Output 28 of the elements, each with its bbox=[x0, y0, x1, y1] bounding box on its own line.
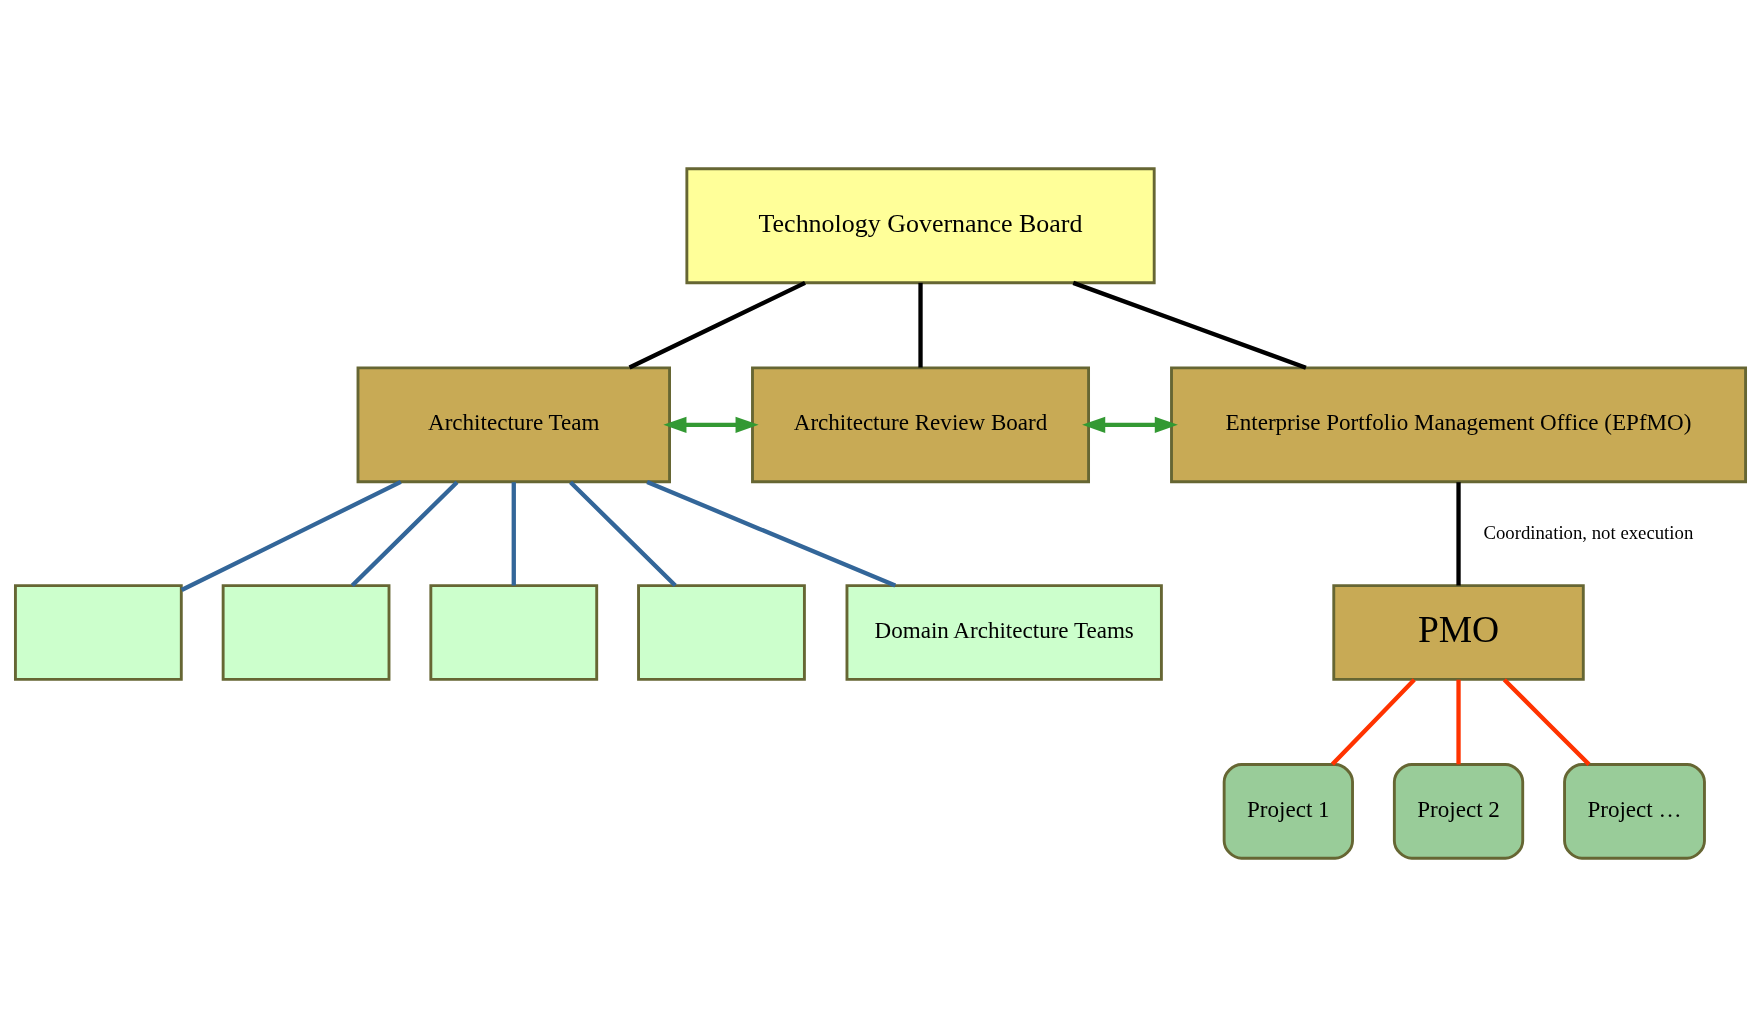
node-box: Project 2 bbox=[1392, 762, 1524, 860]
connector bbox=[917, 282, 923, 368]
node-box: Enterprise Portfolio Management Office (EPfMO) bbox=[1169, 365, 1747, 483]
node-box: Architecture Review Board bbox=[750, 365, 1090, 483]
edge-label: Coordination, not execution bbox=[1482, 521, 1693, 543]
connector bbox=[1072, 280, 1307, 370]
arrow bbox=[1081, 416, 1178, 433]
node-box bbox=[636, 583, 806, 681]
node-box: Architecture Team bbox=[356, 365, 671, 483]
node-box: Domain Architecture Teams bbox=[845, 583, 1163, 681]
connector bbox=[511, 481, 516, 585]
node-box bbox=[13, 583, 183, 681]
node-box: Technology Governance Board bbox=[684, 166, 1156, 284]
arrow bbox=[662, 416, 759, 433]
node-box: PMO bbox=[1331, 583, 1585, 681]
connector bbox=[645, 479, 896, 588]
connector bbox=[1455, 679, 1461, 764]
node-box: Project … bbox=[1562, 762, 1706, 860]
connector bbox=[1330, 677, 1416, 766]
node-box bbox=[221, 583, 390, 681]
connector bbox=[1455, 481, 1461, 585]
connector bbox=[1502, 677, 1590, 766]
connector bbox=[568, 480, 677, 587]
node-box: Project 1 bbox=[1222, 762, 1354, 860]
connector bbox=[180, 479, 402, 592]
connector bbox=[628, 280, 806, 369]
connector bbox=[350, 480, 459, 587]
node-box bbox=[428, 583, 598, 681]
